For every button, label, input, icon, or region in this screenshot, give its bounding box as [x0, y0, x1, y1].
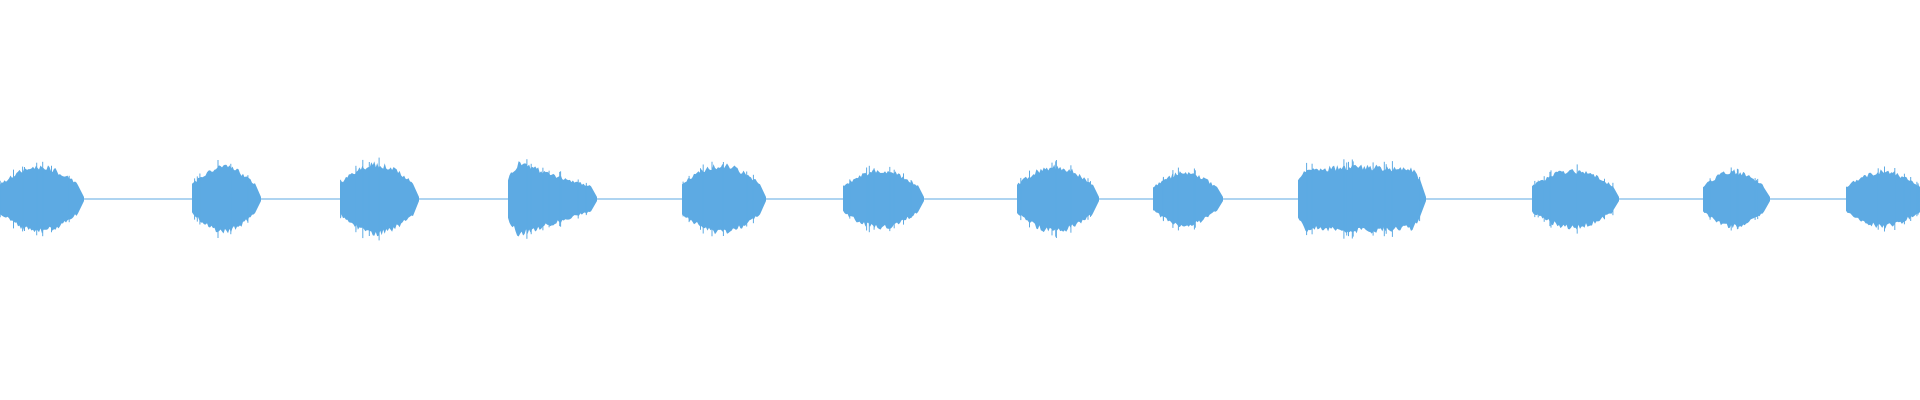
waveform-segment-7 — [1017, 164, 1099, 233]
waveform-segment-spikes-8 — [1162, 167, 1196, 231]
waveform-segment-spikes-11 — [1709, 167, 1759, 231]
waveform-segment-9 — [1298, 164, 1426, 234]
waveform-segment-4 — [508, 161, 597, 237]
waveform-segments — [0, 157, 1920, 241]
waveform-segment-spikes-9 — [1306, 159, 1421, 239]
waveform-segment-spikes-6 — [849, 165, 912, 233]
waveform-segment-spikes-1 — [0, 161, 70, 237]
waveform-segment-spikes-2 — [194, 160, 249, 238]
waveform-segment-spikes-3 — [340, 157, 380, 241]
waveform-segment-8 — [1153, 171, 1223, 228]
waveform-segment-2 — [192, 164, 261, 234]
waveform-segment-12 — [1846, 169, 1920, 229]
waveform-segment-spikes-5 — [682, 161, 754, 237]
waveform-segment-spikes-12 — [1877, 166, 1919, 232]
waveform-segment-spikes-4 — [526, 159, 587, 239]
waveform-segment-10 — [1532, 169, 1619, 230]
waveform-segment-1 — [0, 165, 84, 234]
waveform-segment-11 — [1703, 169, 1770, 229]
waveform-segment-spikes-10 — [1534, 164, 1614, 234]
waveform-segment-6 — [843, 169, 924, 230]
waveform-segment-spikes-7 — [1020, 160, 1091, 238]
